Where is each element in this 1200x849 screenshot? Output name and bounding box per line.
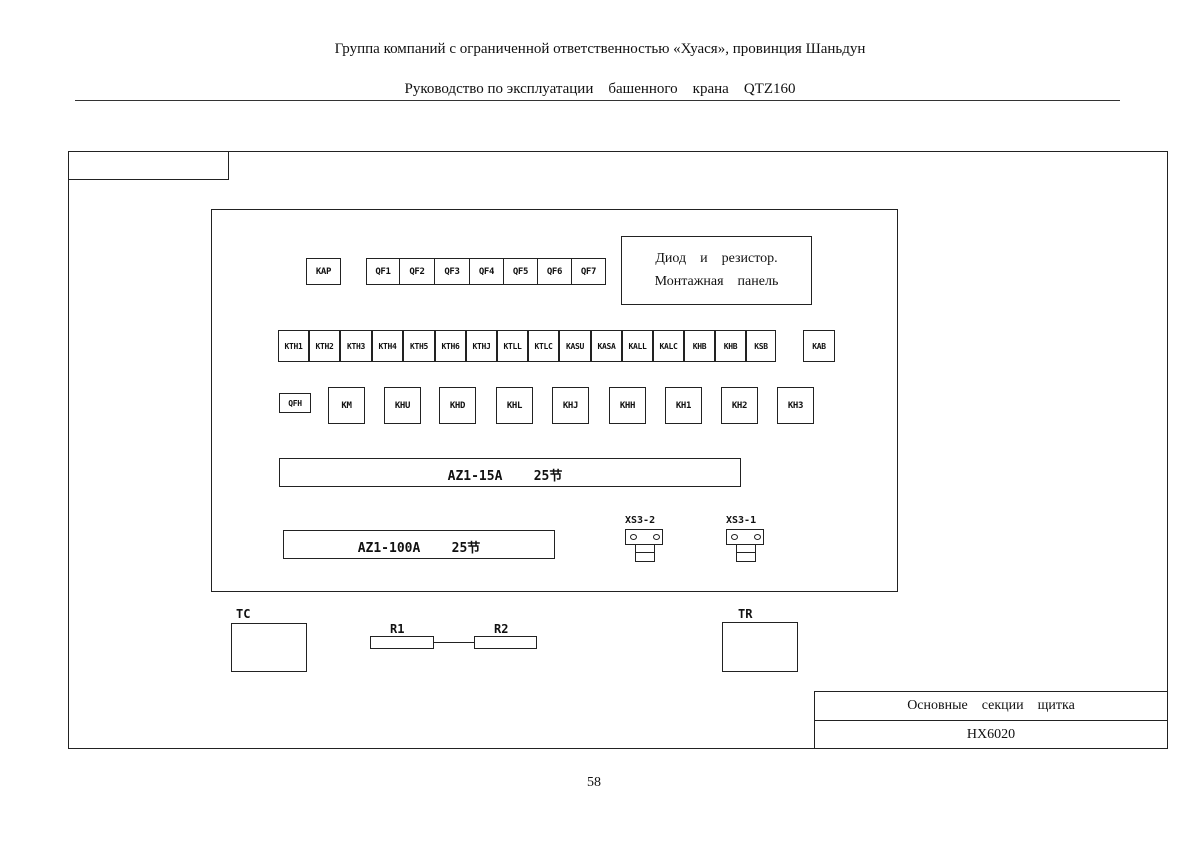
diode-label-line1: Диод и резистор. <box>655 251 778 266</box>
diode-resistor-board: Диод и резистор. Монтажная панель <box>621 236 812 305</box>
contactor-kh1: KH1 <box>665 387 702 424</box>
drawing-frame <box>68 151 1168 749</box>
kap-relay: KAP <box>306 258 341 285</box>
drawing-name: Основные секции щитка <box>907 698 1075 713</box>
relay-kasa: KASA <box>591 330 622 362</box>
contactor-khj: KHJ <box>552 387 589 424</box>
relay-kth3: KTH3 <box>340 330 372 362</box>
relay-ksb: KSB <box>746 330 776 362</box>
breaker-qf2: QF2 <box>399 258 435 285</box>
contactor-km: KM <box>328 387 365 424</box>
xs3-2-label: XS3-2 <box>625 515 656 526</box>
relay-ktll: KTLL <box>497 330 528 362</box>
xs3-1-label: XS3-1 <box>726 515 757 526</box>
relay-kth1: KTH1 <box>278 330 309 362</box>
tr-label: TR <box>738 607 753 621</box>
relay-kth6: KTH6 <box>435 330 466 362</box>
company-header: Группа компаний с ограниченной ответстве… <box>334 41 866 57</box>
qfh-breaker: QFH <box>279 393 311 413</box>
header-rule <box>75 100 1120 101</box>
resistor-r2 <box>474 636 537 649</box>
tc-label: TC <box>236 607 251 621</box>
breaker-qf7: QF7 <box>571 258 606 285</box>
drawing-code: HX6020 <box>966 727 1016 742</box>
breaker-qf1: QF1 <box>366 258 400 285</box>
contactor-kh2: KH2 <box>721 387 758 424</box>
relay-kthj: KTHJ <box>466 330 497 362</box>
breaker-qf5: QF5 <box>503 258 538 285</box>
relay-kalc: KALC <box>653 330 684 362</box>
contactor-khh: KHH <box>609 387 646 424</box>
title-block-divider <box>814 720 1168 721</box>
diode-label-line2: Монтажная панель <box>654 274 779 289</box>
breaker-qf4: QF4 <box>469 258 504 285</box>
resistor-wire <box>434 642 474 643</box>
r1-label: R1 <box>390 622 405 636</box>
relay-khb: KHB <box>684 330 715 362</box>
mounting-panel <box>211 209 898 592</box>
transformer-tr <box>722 622 798 672</box>
contactor-khd: KHD <box>439 387 476 424</box>
relay-ktlc: KTLC <box>528 330 559 362</box>
kab-relay: KAB <box>803 330 835 362</box>
transformer-tc <box>231 623 307 672</box>
relay-kth2: KTH2 <box>309 330 340 362</box>
terminal-bus-100a: AZ1-100A 25节 <box>283 530 555 559</box>
terminal-bus-15a: AZ1-15A 25节 <box>279 458 741 487</box>
bus-15a-label: AZ1-15A 25节 <box>447 469 563 484</box>
resistor-r1 <box>370 636 434 649</box>
contactor-kh3: KH3 <box>777 387 814 424</box>
contactor-khu: KHU <box>384 387 421 424</box>
relay-kth5: KTH5 <box>403 330 435 362</box>
relay-kth4: KTH4 <box>372 330 403 362</box>
bus-100a-label: AZ1-100A 25节 <box>357 541 481 556</box>
relay-khb: KHB <box>715 330 746 362</box>
r2-label: R2 <box>494 622 509 636</box>
contactor-khl: KHL <box>496 387 533 424</box>
relay-kall: KALL <box>622 330 653 362</box>
breaker-qf3: QF3 <box>434 258 470 285</box>
relay-kasu: KASU <box>559 330 591 362</box>
page-number: 58 <box>587 775 601 790</box>
breaker-qf6: QF6 <box>537 258 572 285</box>
frame-corner-tab <box>68 151 229 180</box>
manual-title: Руководство по эксплуатации башенного кр… <box>404 81 796 97</box>
